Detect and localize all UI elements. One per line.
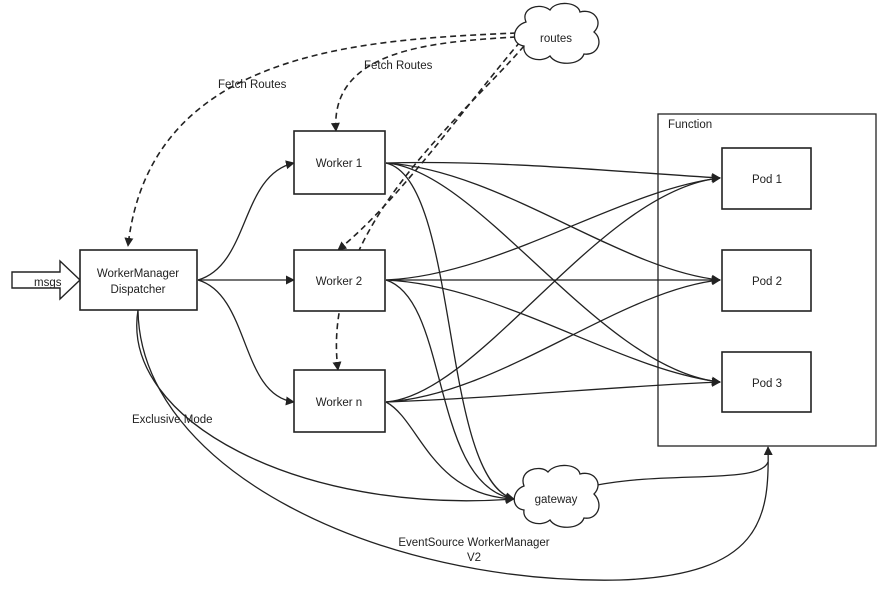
worker-2-label: Worker 2 bbox=[316, 276, 362, 288]
workers-to-pods-edges bbox=[385, 161, 721, 403]
dispatcher-label-line1: WorkerManager bbox=[97, 268, 179, 280]
worker-2-node: Worker 2 bbox=[293, 249, 386, 312]
msgs-label: msgs bbox=[34, 277, 62, 289]
eventsource-label-line1: EventSource WorkerManager bbox=[398, 537, 549, 549]
workers-to-gateway-edges bbox=[385, 162, 515, 504]
function-group: Function bbox=[657, 113, 877, 447]
pod-3-node: Pod 3 bbox=[721, 351, 812, 413]
routes-cloud-label: routes bbox=[540, 33, 572, 45]
function-group-label: Function bbox=[668, 119, 712, 131]
dispatcher-label-line2: Dispatcher bbox=[111, 284, 166, 296]
worker-1-label: Worker 1 bbox=[316, 158, 362, 170]
worker-n-label: Worker n bbox=[316, 397, 362, 409]
pod-3-label: Pod 3 bbox=[752, 378, 782, 390]
fetch-routes-label-top: Fetch Routes bbox=[364, 60, 433, 72]
worker-n-node: Worker n bbox=[293, 369, 386, 433]
exclusive-mode-edges bbox=[136, 309, 773, 581]
gateway-cloud-label: gateway bbox=[535, 494, 578, 506]
eventsource-label-line2: V2 bbox=[467, 552, 481, 564]
msgs-input-arrow: msgs bbox=[11, 259, 82, 301]
routes-cloud: routes bbox=[513, 2, 600, 64]
exclusive-mode-label: Exclusive Mode bbox=[132, 414, 213, 426]
gateway-cloud: gateway bbox=[513, 464, 600, 528]
worker-1-node: Worker 1 bbox=[293, 130, 386, 195]
fetch-routes-label-left: Fetch Routes bbox=[218, 79, 287, 91]
pod-2-label: Pod 2 bbox=[752, 276, 782, 288]
pod-2-node: Pod 2 bbox=[721, 249, 812, 312]
dispatcher-node: WorkerManager Dispatcher bbox=[79, 249, 198, 311]
dispatcher-to-workers-edges bbox=[197, 160, 295, 406]
fetch-routes-edges bbox=[124, 32, 525, 371]
pod-1-node: Pod 1 bbox=[721, 147, 812, 210]
pod-1-label: Pod 1 bbox=[752, 174, 782, 186]
